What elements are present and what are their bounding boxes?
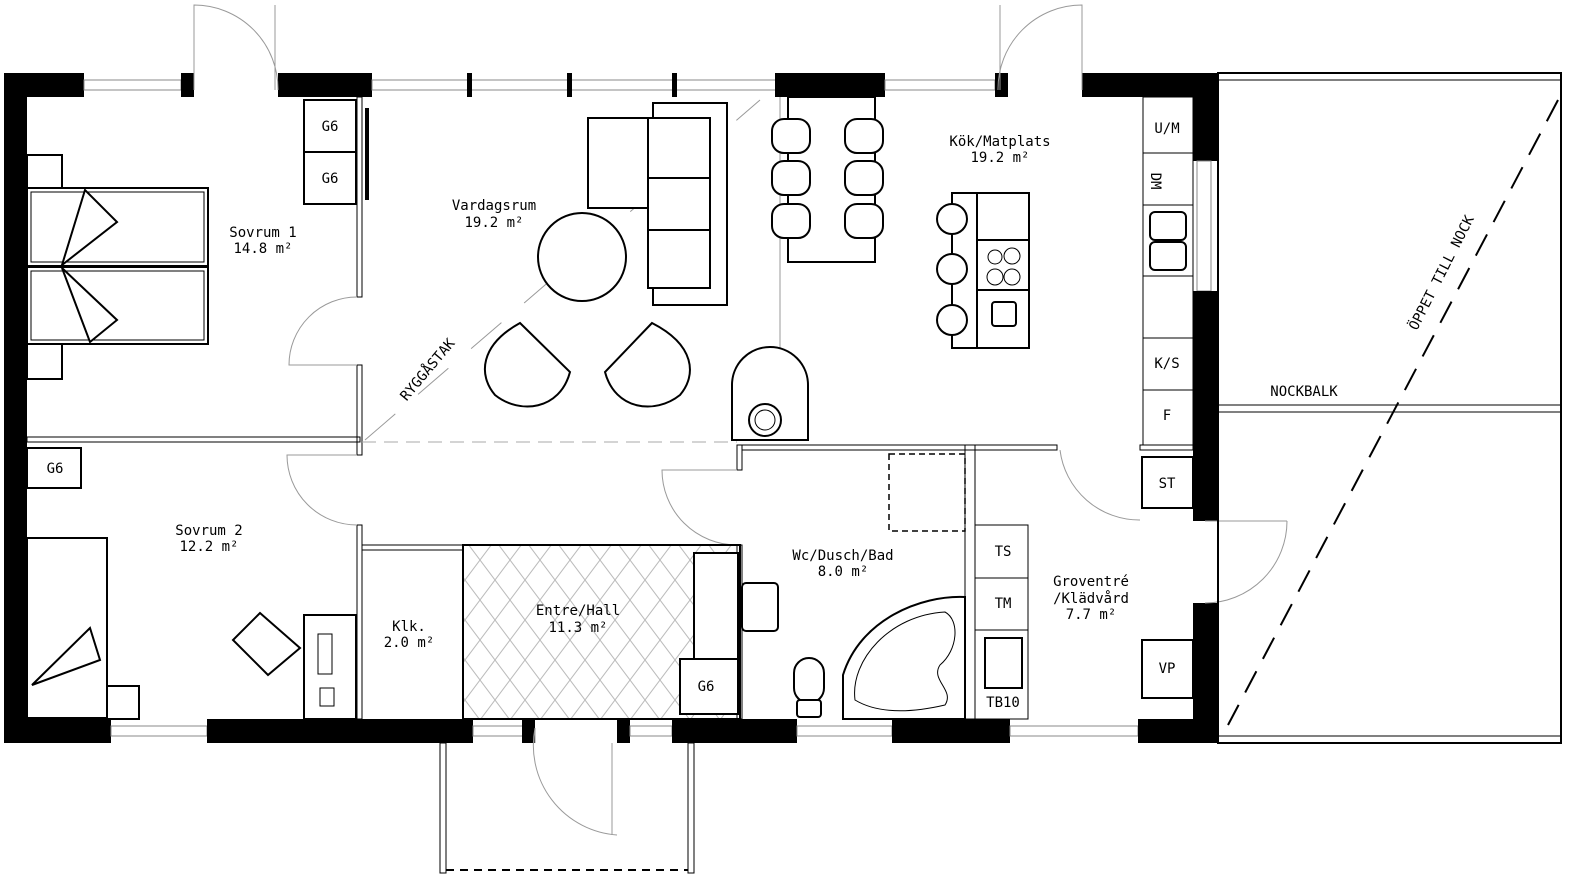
fixture-tm-label: TM	[995, 596, 1012, 612]
wardrobe-label: G6	[47, 461, 64, 477]
room-name-sovrum2: Sovrum 2	[175, 523, 242, 539]
kok-furniture	[771, 96, 1194, 509]
room-name-klk: Klk.	[392, 619, 426, 635]
fixture-vp-label: VP	[1159, 661, 1176, 677]
sovrum2-furniture	[26, 447, 357, 720]
fixture-ks-label: K/S	[1154, 356, 1179, 372]
room-name-vardagsrum: Vardagsrum	[452, 198, 536, 214]
room-area-wc: 8.0 m²	[818, 564, 869, 580]
room-name-sovrum1: Sovrum 1	[229, 225, 296, 241]
room-name-entre: Entre/Hall	[536, 603, 620, 619]
room-name2-groventre: /Klädvård	[1053, 590, 1129, 607]
entrance-porch	[439, 742, 695, 874]
annex	[1217, 72, 1562, 744]
room-labels: Sovrum 1 14.8 m² Vardagsrum 19.2 m² Kök/…	[175, 134, 1129, 651]
room-name-kok: Kök/Matplats	[949, 134, 1050, 150]
room-area-sovrum1: 14.8 m²	[233, 241, 292, 257]
room-area-kok: 19.2 m²	[970, 150, 1029, 166]
bathroom-fixtures	[741, 453, 1194, 720]
vardagsrum-furniture	[483, 102, 809, 441]
fixture-dm-label: DM	[1147, 173, 1163, 190]
sovrum1-furniture	[26, 99, 369, 380]
exterior-walls	[4, 73, 1218, 743]
wardrobe-label: G6	[698, 679, 715, 695]
wardrobe-label: G6	[322, 171, 339, 187]
room-name-wc: Wc/Dusch/Bad	[792, 548, 893, 564]
wardrobe-label: G6	[322, 119, 339, 135]
entre-furniture	[679, 552, 739, 715]
nockbalk-label: NOCKBALK	[1270, 384, 1338, 400]
fixture-tb10-label: TB10	[986, 695, 1020, 711]
fixture-um-label: U/M	[1154, 121, 1179, 137]
exterior-doors	[193, 4, 1288, 836]
room-area-klk: 2.0 m²	[384, 635, 435, 651]
fixture-st-label: ST	[1159, 476, 1176, 492]
fixture-labels: G6 G6 G6 G6 U/M DM K/S F ST VP TS TM TB1…	[47, 119, 1180, 711]
fixture-f-label: F	[1163, 408, 1171, 424]
room-area-sovrum2: 12.2 m²	[179, 539, 238, 555]
room-name-groventre: Groventré	[1053, 574, 1129, 590]
dining-chairs	[771, 118, 884, 239]
ryggastak-label: RYGGÅSTAK	[397, 335, 459, 404]
room-area-entre: 11.3 m²	[548, 620, 607, 636]
room-area-groventre: 7.7 m²	[1066, 607, 1117, 623]
fixture-ts-label: TS	[995, 544, 1012, 560]
room-area-vardagsrum: 19.2 m²	[464, 215, 523, 231]
